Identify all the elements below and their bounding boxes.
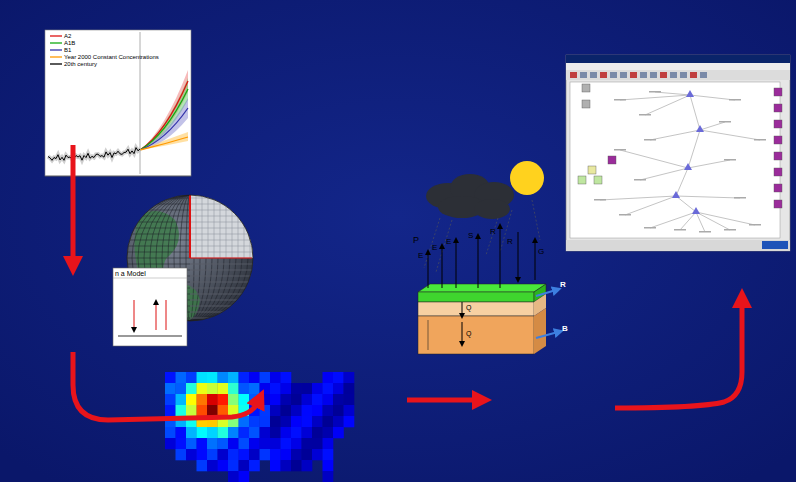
legend-row: B1 <box>50 47 71 53</box>
software-screenshot <box>566 55 790 251</box>
legend-text: 20th century <box>64 61 97 67</box>
legend-line-sample <box>50 54 64 60</box>
legend-row: 20th century <box>50 61 97 67</box>
flux-symbol: E <box>432 244 437 252</box>
legend-line-sample <box>50 33 64 39</box>
land-surface-diagram <box>418 161 558 354</box>
flux-symbol: R <box>490 228 496 236</box>
flux-symbol: P <box>413 236 419 245</box>
scenario-chart <box>45 30 191 176</box>
legend-row: A2 <box>50 33 71 39</box>
flux-symbol: Q <box>466 330 471 337</box>
flux-symbol: R <box>507 238 513 246</box>
flux-symbol: E <box>446 238 451 246</box>
legend-line-sample <box>50 40 64 46</box>
inset-title: n a Model <box>115 270 146 277</box>
legend-text: B1 <box>64 47 71 53</box>
gridded-map <box>165 372 354 482</box>
legend-text: A1B <box>64 40 75 46</box>
flux-symbol: B <box>562 325 568 333</box>
flux-symbol: S <box>468 232 473 240</box>
legend-text: A2 <box>64 33 71 39</box>
legend-row: Year 2000 Constant Concentrations <box>50 54 159 60</box>
flux-symbol: G <box>538 248 544 256</box>
legend-line-sample <box>50 61 64 67</box>
flux-symbol: R <box>560 281 566 289</box>
legend-text: Year 2000 Constant Concentrations <box>64 54 159 60</box>
legend-row: A1B <box>50 40 75 46</box>
flux-symbol: E <box>418 252 423 260</box>
climate-model-globe <box>113 190 260 346</box>
flux-symbol: Q <box>466 304 471 311</box>
flow-arrows <box>73 145 742 420</box>
legend-line-sample <box>50 47 64 53</box>
